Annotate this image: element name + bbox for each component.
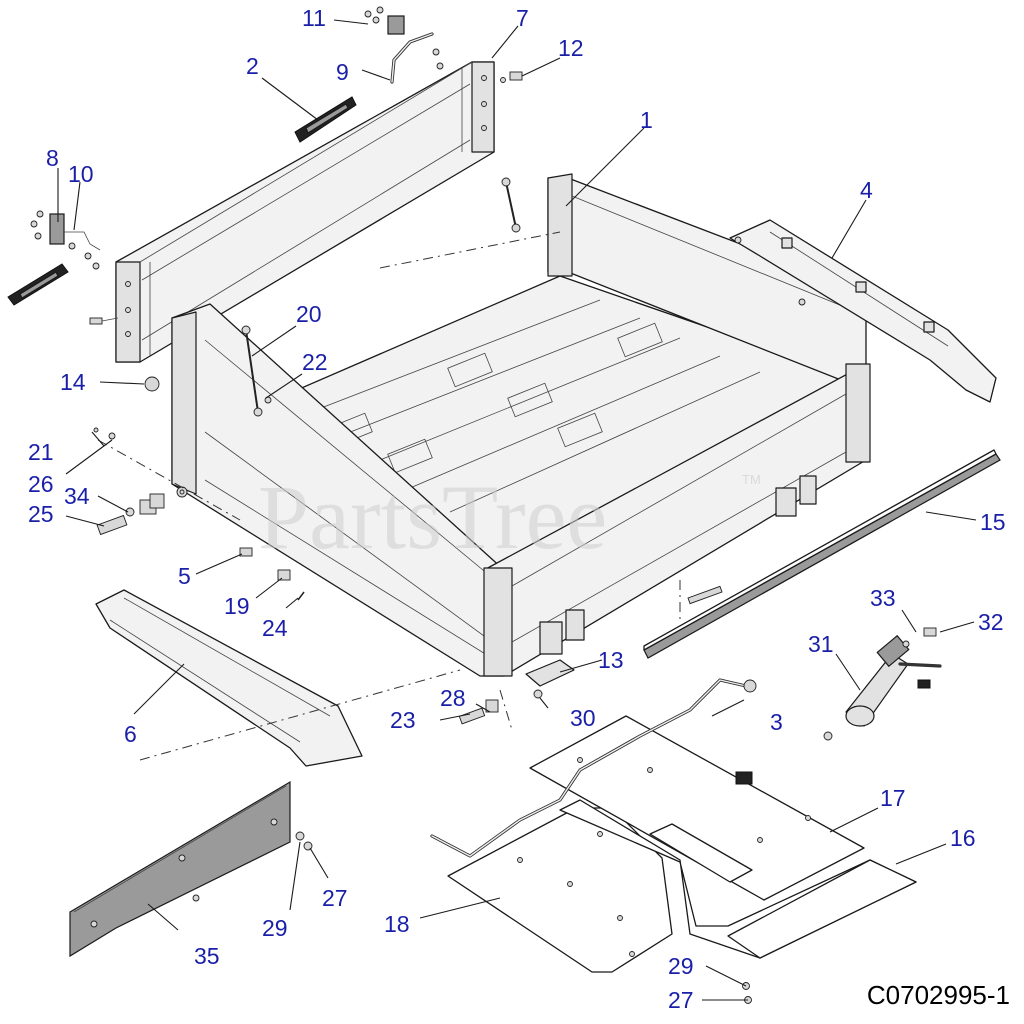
callout-34: 34 — [64, 483, 90, 509]
callout-16: 16 — [950, 825, 976, 851]
callout-11: 11 — [302, 5, 326, 31]
skid-plate-center[interactable] — [529, 715, 865, 901]
bolt-23[interactable] — [458, 707, 486, 725]
callout-labels: 1 2 3 4 5 6 7 8 9 10 11 12 13 14 15 16 1… — [28, 5, 1006, 1013]
fastener-12[interactable] — [500, 71, 523, 83]
hinge-pin-assembly[interactable] — [93, 427, 165, 536]
side-trim-left[interactable] — [95, 589, 363, 767]
nut-28[interactable] — [485, 699, 499, 713]
callout-21: 21 — [28, 439, 54, 465]
drawing-id: C0702995-1 — [867, 980, 1010, 1010]
bumper-14[interactable] — [144, 376, 160, 392]
latch-rod[interactable] — [364, 6, 444, 84]
callout-2: 2 — [246, 53, 259, 79]
leader-lines — [57, 19, 977, 1001]
callout-27-left: 27 — [322, 885, 348, 911]
latch-hinge-left[interactable] — [30, 210, 101, 270]
callout-17: 17 — [880, 785, 906, 811]
callout-27-lower: 27 — [668, 987, 694, 1013]
callout-29-left: 29 — [262, 915, 288, 941]
callout-1: 1 — [640, 107, 653, 133]
callout-29-lower: 29 — [668, 953, 694, 979]
bolt-lower-right[interactable] — [687, 585, 723, 605]
callout-18: 18 — [384, 911, 410, 937]
callout-15: 15 — [980, 509, 1006, 535]
side-trim-right[interactable] — [729, 219, 997, 403]
assembly-centerlines — [97, 231, 681, 761]
callout-24: 24 — [262, 615, 288, 641]
seal-strip[interactable] — [643, 449, 1001, 659]
callout-31: 31 — [808, 631, 834, 657]
callout-32: 32 — [978, 609, 1004, 635]
callout-30: 30 — [570, 705, 596, 731]
callout-8: 8 — [46, 145, 59, 171]
watermark-brand: PartsTree — [258, 466, 607, 568]
callout-26: 26 — [28, 471, 54, 497]
washer-29-left[interactable] — [295, 831, 305, 841]
side-plate[interactable] — [69, 780, 291, 958]
tailgate-bolt-left[interactable] — [89, 317, 119, 325]
callout-19: 19 — [224, 593, 250, 619]
fastener-24[interactable] — [297, 591, 305, 601]
callout-12: 12 — [558, 35, 584, 61]
callout-23: 23 — [390, 707, 416, 733]
tailgate-handle-left[interactable] — [7, 263, 69, 306]
fastener-5[interactable] — [239, 547, 253, 557]
callout-4: 4 — [860, 177, 873, 203]
tailgate-handle-right[interactable] — [294, 96, 357, 143]
tailgate-cable-left[interactable] — [241, 325, 272, 417]
callout-7: 7 — [516, 5, 529, 31]
callout-10: 10 — [68, 161, 94, 187]
wire-harness[interactable] — [430, 678, 757, 858]
actuator-pin[interactable] — [902, 627, 937, 648]
callout-35: 35 — [194, 943, 220, 969]
skid-plate-left[interactable] — [447, 807, 673, 973]
callout-5: 5 — [178, 563, 191, 589]
callout-3: 3 — [770, 709, 783, 735]
washer-30[interactable] — [533, 689, 543, 699]
mount-bracket[interactable] — [525, 659, 575, 687]
skid-plate-right[interactable] — [559, 799, 917, 959]
callout-20: 20 — [296, 301, 322, 327]
callout-6: 6 — [124, 721, 137, 747]
tailgate-cable-right[interactable] — [501, 177, 521, 233]
callout-13: 13 — [598, 647, 624, 673]
fastener-19[interactable] — [277, 569, 291, 581]
floor-ribs — [289, 299, 761, 513]
callout-33: 33 — [870, 585, 896, 611]
callout-9: 9 — [336, 59, 349, 85]
tailgate-panel[interactable] — [115, 61, 495, 363]
callout-25: 25 — [28, 501, 54, 527]
watermark: PartsTree TM — [258, 466, 761, 568]
lift-actuator[interactable] — [823, 634, 942, 741]
callout-22: 22 — [302, 349, 328, 375]
watermark-tm: TM — [742, 472, 761, 487]
callout-14: 14 — [60, 369, 86, 395]
callout-28: 28 — [440, 685, 466, 711]
